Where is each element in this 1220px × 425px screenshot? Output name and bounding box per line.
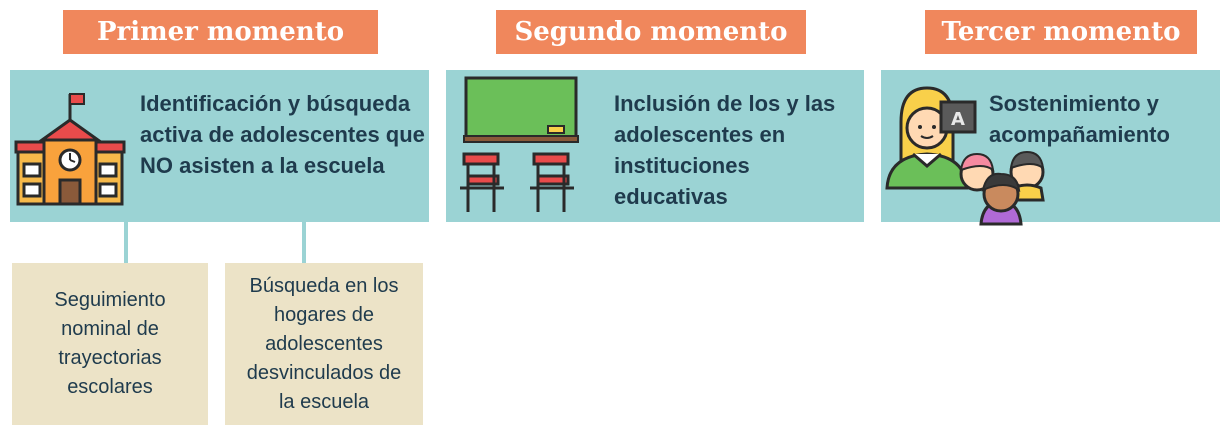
- moment-2-panel: Inclusión de los y las adolescentes en i…: [446, 70, 864, 222]
- moment-1-panel: Identificación y búsqueda activa de adol…: [10, 70, 429, 222]
- connector-line-2: [302, 222, 306, 264]
- sub-item-seguimiento: Seguimiento nominal de trayectorias esco…: [12, 263, 208, 425]
- teacher-students-icon: A: [885, 86, 1045, 226]
- sub-item-1-text: Seguimiento nominal de trayectorias esco…: [54, 289, 166, 398]
- moment-3-title: Tercer momento: [925, 10, 1197, 54]
- moment-1-text: Identificación y búsqueda activa de adol…: [140, 91, 425, 178]
- classroom-icon: [460, 76, 579, 212]
- moment-3-panel: A Sostenimiento y acompañamiento: [881, 70, 1220, 226]
- svg-text:A: A: [951, 109, 965, 130]
- connector-line-1: [124, 222, 128, 264]
- sub-item-2-text: Búsqueda en los hogares de adolescentes …: [246, 274, 402, 413]
- school-building-icon: [14, 93, 126, 206]
- moment-2-title: Segundo momento: [496, 10, 806, 54]
- moment-2-text: Inclusión de los y las adolescentes en i…: [614, 91, 836, 209]
- moment-3-text: Sostenimiento y acompañamiento: [989, 91, 1170, 147]
- sub-item-busqueda: Búsqueda en los hogares de adolescentes …: [225, 263, 423, 425]
- moment-1-title: Primer momento: [63, 10, 378, 54]
